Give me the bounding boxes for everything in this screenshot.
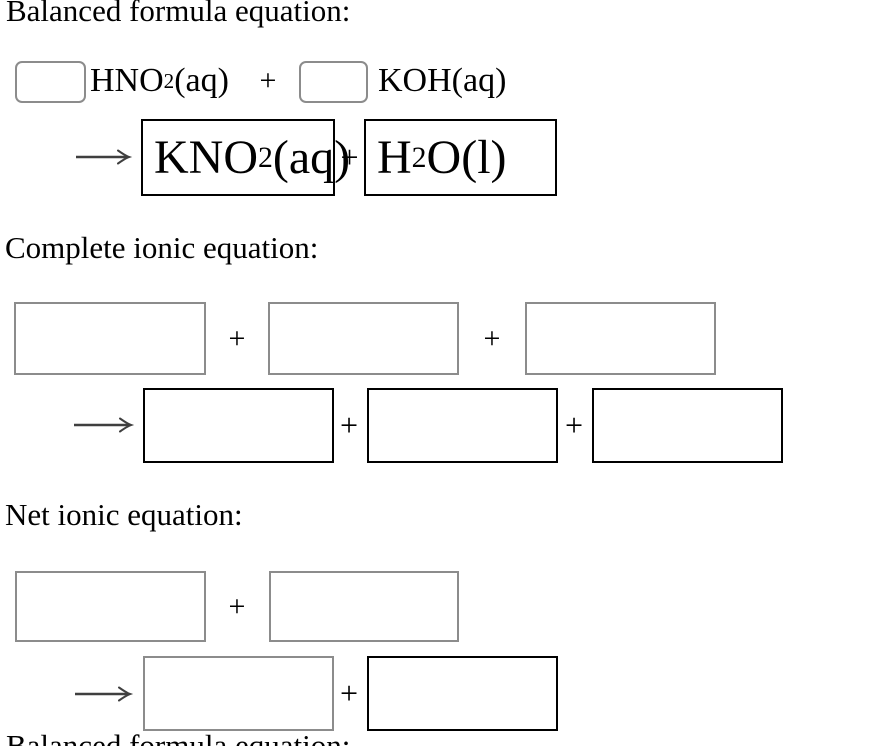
next-balanced-formula-heading: Balanced formula equation:: [6, 728, 351, 746]
reaction-arrow-icon: [73, 415, 137, 435]
plus-sign: +: [259, 64, 277, 97]
plus-sign: +: [564, 407, 584, 443]
plus-sign: +: [228, 589, 246, 623]
complete-ionic-product-box-1[interactable]: [143, 388, 334, 463]
plus-sign: +: [339, 675, 359, 711]
plus-sign: +: [228, 321, 246, 355]
complete-ionic-product-box-3[interactable]: [592, 388, 783, 463]
reaction-arrow-icon: [74, 684, 136, 704]
complete-ionic-heading: Complete ionic equation:: [5, 230, 319, 265]
reactant-formula-koh: KOH(aq): [378, 62, 507, 99]
plus-sign: +: [483, 321, 501, 355]
net-ionic-reactant-box-2[interactable]: [269, 571, 459, 642]
complete-ionic-reactant-box-3[interactable]: [525, 302, 716, 375]
plus-sign: +: [339, 407, 359, 443]
plus-sign: +: [340, 139, 359, 175]
complete-ionic-reactant-box-2[interactable]: [268, 302, 459, 375]
net-ionic-product-box-2[interactable]: [367, 656, 558, 731]
balanced-formula-heading: Balanced formula equation:: [6, 0, 351, 28]
net-ionic-product-box-1[interactable]: [143, 656, 334, 731]
coefficient-input-2[interactable]: [299, 61, 368, 103]
reaction-arrow-icon: [75, 147, 135, 167]
net-ionic-reactant-box-1[interactable]: [15, 571, 206, 642]
coefficient-input-1[interactable]: [15, 61, 86, 103]
complete-ionic-product-box-2[interactable]: [367, 388, 558, 463]
complete-ionic-reactant-box-1[interactable]: [14, 302, 206, 375]
net-ionic-heading: Net ionic equation:: [5, 497, 243, 532]
